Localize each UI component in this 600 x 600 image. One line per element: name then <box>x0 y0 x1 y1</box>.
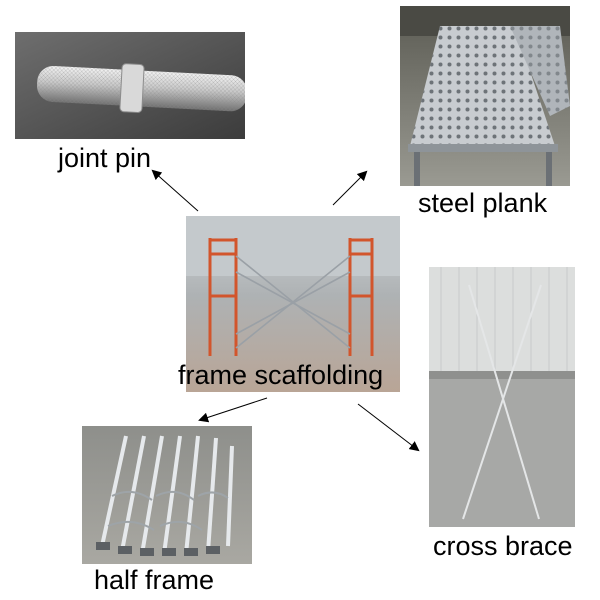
half-frame-label: half frame <box>94 565 215 595</box>
half-frame-photo <box>82 426 252 564</box>
joint-pin-photo <box>15 32 245 139</box>
cross-brace-label: cross brace <box>433 531 573 561</box>
arrow-to-joint-pin <box>151 169 199 212</box>
cross-brace-photo <box>429 267 575 527</box>
arrow-to-cross-brace <box>357 403 420 452</box>
steel-plank-label: steel plank <box>418 188 548 218</box>
frame-scaffolding-photo <box>186 216 400 392</box>
arrow-to-steel-plank <box>332 170 368 206</box>
joint-pin-label: joint pin <box>58 143 152 173</box>
frame-scaffolding-label: frame scaffolding <box>178 360 384 390</box>
arrow-to-half-frame <box>198 397 268 423</box>
steel-plank-photo <box>400 6 570 186</box>
